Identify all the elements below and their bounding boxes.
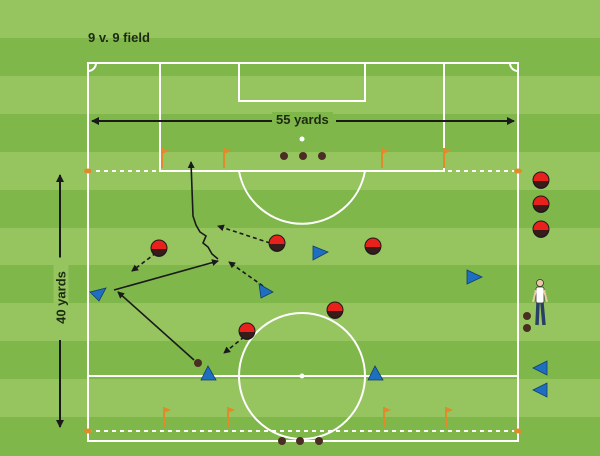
grass-stripe bbox=[0, 379, 600, 419]
blue-player bbox=[367, 365, 384, 381]
run-arrow bbox=[228, 261, 264, 287]
width-label: 55 yards bbox=[272, 112, 333, 127]
red-player bbox=[364, 237, 382, 255]
grass-stripe bbox=[0, 303, 600, 343]
corner-arc-left bbox=[87, 62, 97, 72]
cone bbox=[84, 168, 92, 174]
red-player bbox=[326, 301, 344, 319]
red-player bbox=[268, 234, 286, 252]
play-arrows bbox=[113, 161, 271, 361]
diagram-title: 9 v. 9 field bbox=[88, 30, 150, 45]
ball bbox=[296, 437, 304, 445]
ball bbox=[194, 359, 202, 367]
red-team bbox=[150, 171, 550, 340]
cones bbox=[84, 168, 522, 434]
grass-stripe bbox=[0, 417, 600, 456]
grass-stripe bbox=[0, 0, 600, 39]
dimension-arrows bbox=[56, 117, 515, 428]
grass-stripe bbox=[0, 37, 600, 77]
penalty-spot bbox=[299, 136, 305, 142]
blue-player bbox=[89, 287, 107, 302]
dribble-arrow bbox=[187, 161, 219, 260]
cone bbox=[514, 168, 522, 174]
flag bbox=[227, 407, 235, 427]
grass-stripe bbox=[0, 189, 600, 229]
balls bbox=[194, 152, 531, 445]
flag bbox=[445, 407, 453, 427]
corner-arc-right bbox=[509, 62, 519, 72]
red-player bbox=[532, 171, 550, 189]
blue-player bbox=[466, 269, 483, 285]
pass-arrow bbox=[117, 291, 195, 361]
blue-player bbox=[312, 245, 329, 261]
ball bbox=[315, 437, 323, 445]
flag bbox=[381, 148, 389, 168]
blue-player bbox=[258, 283, 274, 299]
red-player bbox=[532, 220, 550, 238]
ball bbox=[280, 152, 288, 160]
cone bbox=[84, 428, 92, 434]
center-spot bbox=[299, 373, 305, 379]
run-arrow bbox=[217, 224, 271, 244]
ball bbox=[299, 152, 307, 160]
blue-player bbox=[532, 360, 548, 376]
red-player bbox=[532, 195, 550, 213]
coach-figure bbox=[532, 279, 548, 326]
grass-stripe bbox=[0, 341, 600, 381]
flag bbox=[383, 407, 391, 427]
run-arrow bbox=[131, 252, 157, 272]
flag bbox=[163, 407, 171, 427]
blue-team bbox=[89, 245, 548, 398]
flag bbox=[223, 148, 231, 168]
red-player bbox=[238, 322, 256, 340]
penalty-arc-top bbox=[238, 170, 366, 225]
blue-player bbox=[200, 365, 217, 381]
cone bbox=[514, 428, 522, 434]
run-arrow bbox=[223, 336, 245, 354]
pass-arrow bbox=[113, 259, 219, 291]
red-player bbox=[150, 239, 168, 257]
ball bbox=[278, 437, 286, 445]
blue-player bbox=[532, 382, 548, 398]
ball bbox=[318, 152, 326, 160]
ball bbox=[523, 312, 531, 320]
flag bbox=[443, 148, 451, 168]
grass-stripe bbox=[0, 75, 600, 115]
goal-area-top bbox=[238, 62, 366, 102]
grass-stripe bbox=[0, 227, 600, 267]
ball bbox=[523, 324, 531, 332]
flags bbox=[161, 148, 453, 427]
flag bbox=[161, 148, 169, 168]
height-label: 40 yards bbox=[53, 257, 69, 338]
